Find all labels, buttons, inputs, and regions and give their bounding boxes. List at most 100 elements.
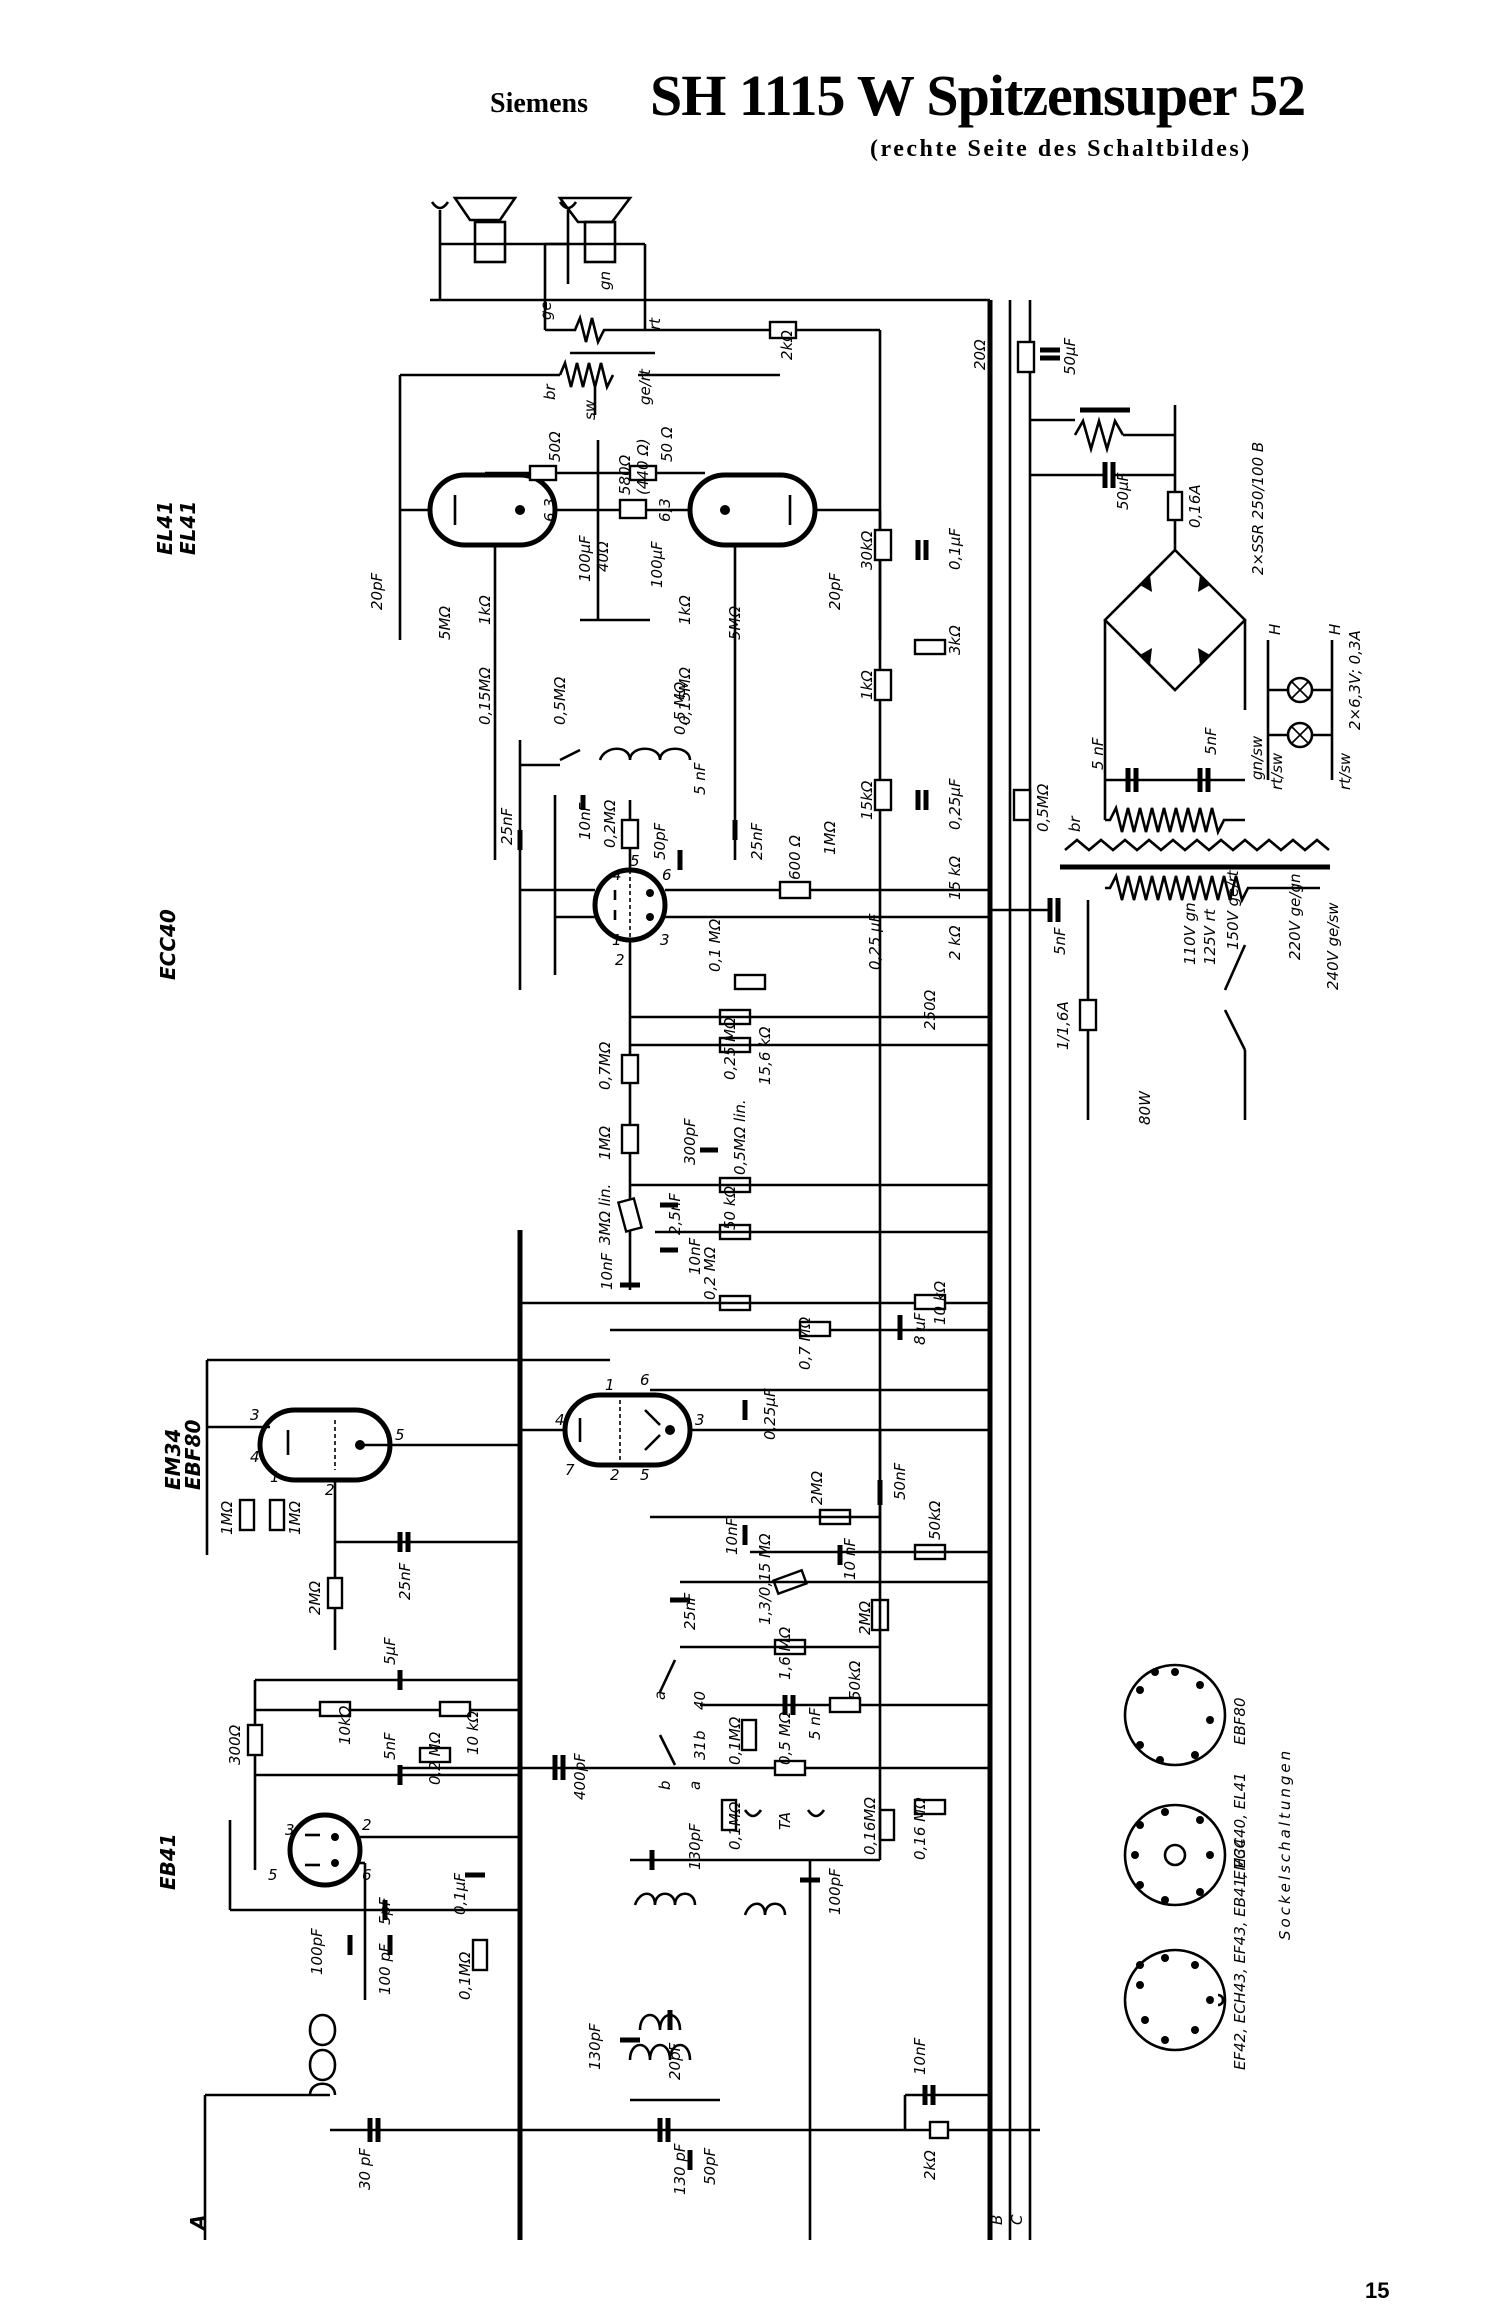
svg-text:50 kΩ: 50 kΩ [721, 1185, 739, 1230]
svg-text:25nF: 25nF [681, 1592, 699, 1630]
svg-text:100µF: 100µF [576, 535, 594, 582]
tap-gn: gn [596, 271, 614, 290]
svg-text:1kΩ: 1kΩ [476, 595, 494, 625]
svg-text:4: 4 [612, 866, 622, 884]
svg-text:20pF: 20pF [368, 572, 386, 610]
svg-text:3kΩ: 3kΩ [946, 625, 964, 655]
tap-rt: rt [646, 317, 664, 330]
svg-text:0,5 MΩ: 0,5 MΩ [776, 1711, 794, 1765]
svg-text:5: 5 [395, 1426, 405, 1444]
svg-text:(440 Ω): (440 Ω) [634, 438, 652, 495]
terminal-a: A [186, 2215, 210, 2232]
tube-el41-right [640, 472, 880, 548]
main-fuse-label: 1/1,6A [1054, 1001, 1072, 1050]
svg-text:240V ge/sw: 240V ge/sw [1324, 902, 1342, 990]
tone-control: 0,7MΩ 0,25 MΩ 15,6 kΩ 1MΩ 300pF 0,5MΩ li… [520, 1008, 990, 1560]
svg-text:50kΩ: 50kΩ [846, 1660, 864, 1700]
svg-text:25nF: 25nF [748, 822, 766, 860]
svg-text:0,5MΩ lin.: 0,5MΩ lin. [731, 1099, 749, 1175]
tube-eb41: 5µF 300Ω 10kΩ 10 kΩ 0,2 MΩ 5nF 0,1µF 5pF… [226, 1637, 520, 2096]
svg-text:5 nF: 5 nF [806, 1707, 824, 1740]
svg-text:220V ge/gn: 220V ge/gn [1286, 874, 1304, 961]
svg-text:0,2 MΩ: 0,2 MΩ [426, 1731, 444, 1785]
svg-text:31: 31 [691, 1741, 709, 1760]
if-filter: 30 pF 130pF 20pF 130 pF 50pF 10nF 2kΩ A … [186, 2010, 1040, 2240]
svg-text:300Ω: 300Ω [226, 1724, 244, 1765]
svg-text:20pF: 20pF [666, 2042, 684, 2080]
socket-1-label: EF42, ECH43, EF43, EB41, ECC40, EL41 [1231, 1772, 1249, 2070]
svg-text:1: 1 [270, 1468, 280, 1486]
svg-text:0,1µF: 0,1µF [451, 1873, 469, 1915]
power-label: 80W [1136, 1090, 1154, 1125]
svg-text:2MΩ: 2MΩ [808, 1471, 826, 1505]
power-switch [1223, 1009, 1247, 1051]
tube-ecc40: 25nF 10nF 0,2MΩ 50pF 25nF 1MΩ 600 Ω 5 nF… [498, 740, 990, 1290]
svg-text:50 Ω: 50 Ω [658, 426, 676, 462]
voltage-selector [1223, 944, 1247, 991]
svg-text:0,1µF: 0,1µF [946, 528, 964, 570]
svg-text:7: 7 [565, 1461, 575, 1479]
svg-text:2 kΩ: 2 kΩ [946, 925, 964, 960]
svg-text:b: b [656, 1780, 674, 1790]
svg-text:20Ω: 20Ω [971, 339, 989, 370]
svg-text:6,3: 6,3 [656, 498, 674, 522]
svg-text:50kΩ: 50kΩ [926, 1500, 944, 1540]
svg-text:300pF: 300pF [681, 1118, 699, 1165]
svg-text:50µF: 50µF [1114, 472, 1132, 510]
svg-text:0,25µF: 0,25µF [761, 1388, 779, 1440]
svg-text:5 nF: 5 nF [1089, 737, 1107, 770]
svg-text:30 pF: 30 pF [356, 2148, 374, 2190]
rectifier-bridge [1103, 548, 1247, 692]
svg-text:1kΩ: 1kΩ [858, 670, 876, 700]
svg-text:5µF: 5µF [381, 1637, 399, 1665]
svg-text:5: 5 [630, 852, 640, 870]
svg-text:0,5MΩ: 0,5MΩ [1034, 783, 1052, 832]
svg-text:3: 3 [660, 931, 670, 949]
svg-text:130 pF: 130 pF [671, 2143, 689, 2195]
svg-text:0,15MΩ: 0,15MΩ [476, 667, 494, 725]
svg-text:rt/sw: rt/sw [1336, 752, 1354, 790]
sockets-caption: Sockelschaltungen [1276, 1748, 1294, 1940]
svg-text:0,1MΩ: 0,1MΩ [726, 1716, 744, 1765]
svg-text:3MΩ lin.: 3MΩ lin. [596, 1184, 614, 1245]
svg-text:5nF: 5nF [1202, 727, 1220, 755]
svg-text:0,25µF: 0,25µF [946, 778, 964, 830]
svg-text:1MΩ: 1MΩ [286, 1501, 304, 1535]
svg-text:5pF: 5pF [376, 1897, 394, 1925]
svg-text:5: 5 [268, 1866, 278, 1884]
svg-text:2kΩ: 2kΩ [921, 2150, 939, 2180]
svg-text:0,5 MΩ: 0,5 MΩ [671, 681, 689, 735]
svg-text:0,5MΩ: 0,5MΩ [551, 676, 569, 725]
tap-br: br [541, 383, 559, 400]
output-transformer: ge gn rt br sw ge/rt 2kΩ [400, 271, 880, 420]
svg-text:2: 2 [610, 1466, 620, 1484]
svg-text:10 kΩ: 10 kΩ [464, 1710, 482, 1755]
tap-sw: sw [581, 399, 599, 420]
svg-text:2MΩ: 2MΩ [306, 1581, 324, 1615]
svg-text:1MΩ: 1MΩ [821, 821, 839, 855]
svg-text:5nF: 5nF [1051, 927, 1069, 955]
tube-el41-left [400, 472, 620, 548]
svg-text:10nF: 10nF [686, 1237, 704, 1275]
loudspeaker-right [543, 196, 647, 330]
svg-text:b: b [691, 1730, 709, 1740]
svg-text:110V gn: 110V gn [1181, 902, 1199, 965]
rectifier-label: 2×SSR 250/100 B [1249, 442, 1267, 575]
svg-text:8 µF: 8 µF [911, 1312, 929, 1345]
tap-ge: ge [537, 301, 555, 320]
svg-text:6,3: 6,3 [541, 498, 559, 522]
svg-text:600 Ω: 600 Ω [786, 835, 804, 880]
svg-text:580Ω: 580Ω [616, 454, 634, 495]
svg-text:0,16A: 0,16A [1186, 484, 1204, 528]
svg-text:25nF: 25nF [396, 1562, 414, 1600]
svg-text:30kΩ: 30kΩ [858, 530, 876, 570]
svg-text:0,1MΩ: 0,1MΩ [726, 1801, 744, 1850]
svg-text:0,25 MΩ: 0,25 MΩ [721, 1017, 739, 1080]
svg-text:10nF: 10nF [576, 802, 594, 840]
tube-em34: 1MΩ 1MΩ 2MΩ 25nF 3 4 1 2 5 [205, 1358, 610, 1650]
socket-3-label: EBF80 [1231, 1698, 1249, 1745]
svg-text:1MΩ: 1MΩ [218, 1501, 236, 1535]
svg-text:15,6 kΩ: 15,6 kΩ [756, 1026, 774, 1085]
svg-text:15 kΩ: 15 kΩ [946, 855, 964, 900]
svg-text:1,6 MΩ: 1,6 MΩ [776, 1626, 794, 1680]
